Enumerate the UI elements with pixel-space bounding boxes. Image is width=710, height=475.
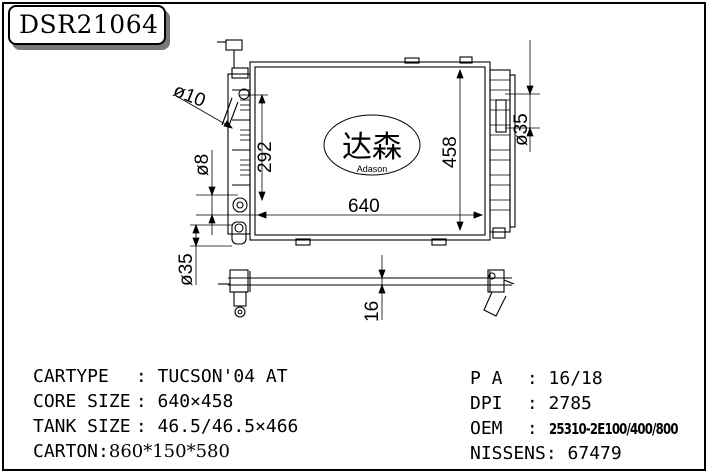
spec-label: P A xyxy=(470,368,503,389)
spec-value: TUCSON'04 AT xyxy=(157,366,288,387)
core-thickness-label: 16 xyxy=(362,301,383,322)
spec-row-dpi: DPI : 2785 xyxy=(470,393,592,414)
adason-logo: 达森 Adason xyxy=(323,114,421,176)
specs-right-block: P A : 16/18 DPI : 2785 OEM : 25310-2E100… xyxy=(470,368,710,468)
spec-label: TANK SIZE xyxy=(33,416,131,437)
logo-latin-text: Adason xyxy=(357,164,388,174)
height-dimension-label: 458 xyxy=(440,136,461,168)
left-tank xyxy=(227,73,251,235)
spec-value: 46.5/46.5×466 xyxy=(157,416,299,437)
spec-row-carton: CARTON:860*150*580 xyxy=(33,441,230,462)
logo-chinese-text: 达森 xyxy=(342,130,402,165)
spec-value: 860*150*580 xyxy=(108,441,230,462)
spec-label: CARTON xyxy=(33,441,99,462)
spec-label: NISSENS xyxy=(470,443,546,464)
spec-label: CARTYPE xyxy=(33,366,109,387)
spec-label: DPI xyxy=(470,393,503,414)
spec-row-core-size: CORE SIZE : 640×458 xyxy=(33,391,234,412)
spec-row-nissens: NISSENS: 67479 xyxy=(470,443,622,464)
small-pipe-diameter-label: ø8 xyxy=(192,154,213,176)
spec-row-tank-size: TANK SIZE : 46.5/46.5×466 xyxy=(33,416,299,437)
spec-row-pa: P A : 16/18 xyxy=(470,368,603,389)
spec-value: 640×458 xyxy=(157,391,234,412)
drawing-frame xyxy=(2,2,706,471)
spec-value: 16/18 xyxy=(548,368,603,389)
right-inlet-diameter-label: ø35 xyxy=(511,113,532,146)
outlet-diameter-label: ø35 xyxy=(176,253,197,286)
part-number-label: DSR21064 xyxy=(8,5,166,45)
radiator-core-inner xyxy=(254,66,486,236)
tank-height-dimension-label: 292 xyxy=(255,141,276,173)
spec-value: 67479 xyxy=(567,443,622,464)
spec-label: CORE SIZE xyxy=(33,391,131,412)
spec-value: 2785 xyxy=(548,393,592,414)
spec-row-oem: OEM : 25310-2E100/400/800 xyxy=(470,418,678,439)
spec-value: 25310-2E100/400/800 xyxy=(548,420,678,438)
specs-left-block: CARTYPE : TUCSON'04 AT CORE SIZE : 640×4… xyxy=(33,366,298,466)
spec-label: OEM xyxy=(470,418,503,439)
width-dimension-label: 640 xyxy=(348,196,380,217)
inlet-diameter-label: ø10 xyxy=(170,80,208,112)
spec-row-cartype: CARTYPE : TUCSON'04 AT xyxy=(33,366,288,387)
